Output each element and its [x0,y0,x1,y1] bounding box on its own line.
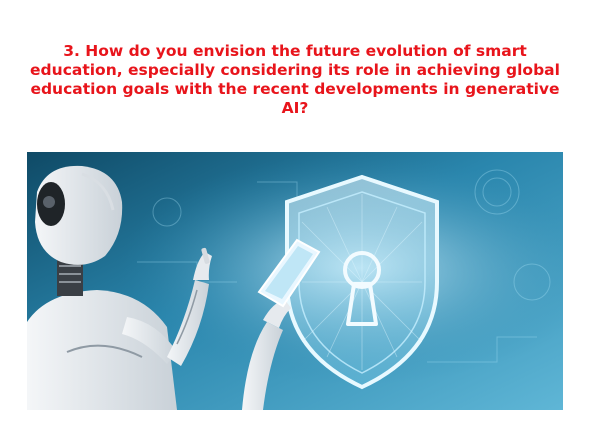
tablet-icon [257,238,321,308]
shield-icon [285,174,439,390]
robot-shield-image [27,152,563,410]
robot-figure [27,165,321,410]
question-text: 3. How do you envision the future evolut… [30,42,560,117]
